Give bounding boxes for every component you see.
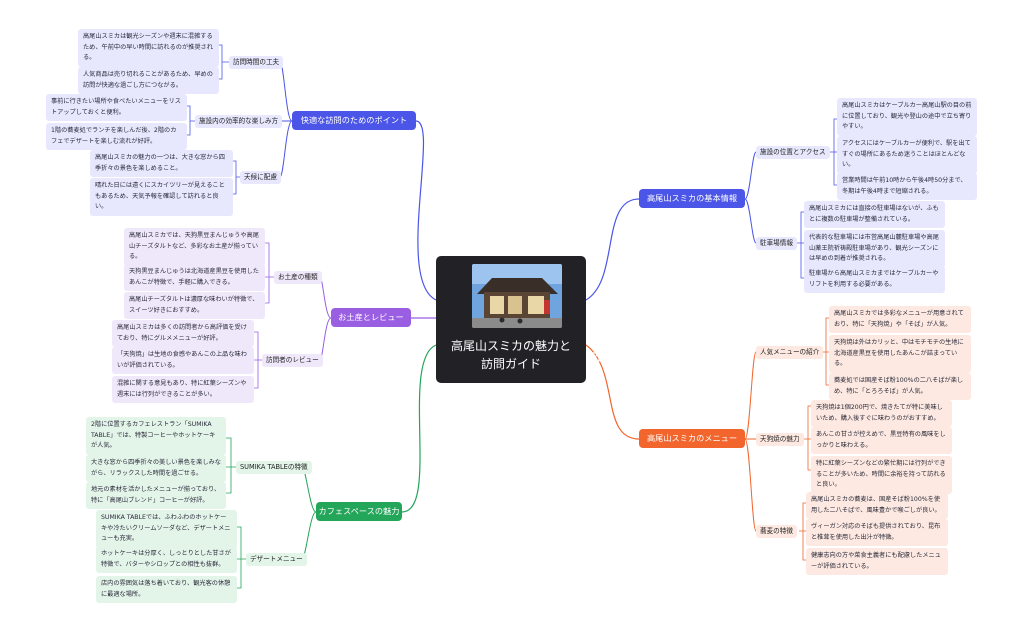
central-topic-title: 高尾山スミカの魅力と 訪問ガイド (440, 337, 582, 373)
leaf-souvenir-0-0[interactable]: 高尾山スミカでは、天狗黒豆まんじゅうや高尾山チーズタルトなど、多彩なお土産が揃っ… (124, 228, 265, 266)
leaf-cafe-0-0[interactable]: 2階に位置するカフェレストラン「SUMIKA TABLE」では、特製コーヒーやホ… (86, 417, 226, 455)
leaf-souvenir-1-1[interactable]: 「天狗焼」は生地の食感やあんこの上品な味わいが評価されている。 (112, 347, 254, 374)
branch-cafe-space[interactable]: カフェスペースの魅力 (316, 502, 402, 521)
sub-visit-timing[interactable]: 訪問時間の工夫 (229, 56, 284, 69)
leaf-souvenir-0-2[interactable]: 高尾山チーズタルトは濃厚な味わいが特徴で、スイーツ好きにおすすめ。 (124, 292, 265, 319)
sub-weather[interactable]: 天候に配慮 (240, 171, 281, 184)
sub-popular-menu[interactable]: 人気メニューの紹介 (756, 346, 824, 359)
leaf-cafe-0-2[interactable]: 地元の素材を活かしたメニューが揃っており、特に「高尾山ブレンド」コーヒーが好評。 (86, 482, 226, 509)
leaf-basic-1-1[interactable]: 代表的な駐車場には市営高尾山麓駐車場や高尾山薬王院祈祷殿駐車場があり、観光シーズ… (804, 230, 945, 268)
leaf-menu-2-1[interactable]: ヴィーガン対応のそばも提供されており、昆布と椎茸を使用した出汁が特徴。 (806, 519, 948, 546)
leaf-menu-2-2[interactable]: 健康志向の方や菜食主義者にも配慮したメニューが評価されている。 (806, 548, 948, 575)
leaf-menu-2-0[interactable]: 高尾山スミカの蕎麦は、国産そば粉100%を使用した二八そばで、風味豊かで喉ごしが… (806, 492, 948, 519)
leaf-menu-0-1[interactable]: 天狗焼は外はカリッと、中はモチモチの生地に北海道産黒豆を使用したあんこが詰まって… (829, 335, 971, 373)
leaf-basic-0-2[interactable]: 営業時間は午前10時から午後4時50分まで、冬期は午後4時まで短縮される。 (837, 173, 977, 200)
center-photo (472, 264, 562, 328)
sub-location-access[interactable]: 施設の位置とアクセス (756, 146, 830, 159)
leaf-basic-1-2[interactable]: 駐車場から高尾山スミカまではケーブルカーやリフトを利用する必要がある。 (804, 266, 945, 293)
branch-visit-points[interactable]: 快適な訪問のためのポイント (292, 111, 416, 130)
leaf-cafe-1-1[interactable]: ホットケーキは分厚く、しっとりとした甘さが特徴で、バターやシロップとの相性も抜群… (96, 546, 237, 573)
leaf-points-2-0[interactable]: 高尾山スミカの魅力の一つは、大きな窓から四季折々の景色を楽しめること。 (90, 150, 233, 177)
leaf-points-1-1[interactable]: 1階の蕎麦処でランチを楽しんだ後、2階のカフェでデザートを楽しむ流れが好評。 (46, 123, 187, 150)
sub-souvenir-types[interactable]: お土産の種類 (274, 271, 322, 284)
sub-visitor-reviews[interactable]: 訪問者のレビュー (262, 354, 323, 367)
leaf-points-0-0[interactable]: 高尾山スミカは観光シーズンや週末に混雑するため、午前中の早い時間に訪れるのが推奨… (78, 29, 219, 67)
leaf-menu-1-2[interactable]: 特に紅葉シーズンなどの繁忙期には行列ができることが多いため、時間に余裕を持って訪… (811, 456, 952, 494)
leaf-cafe-0-1[interactable]: 大きな窓から四季折々の美しい景色を楽しみながら、リラックスした時間を過ごせる。 (86, 455, 226, 482)
branch-menu[interactable]: 高尾山スミカのメニュー (639, 429, 745, 448)
sub-soba-features[interactable]: 蕎麦の特徴 (756, 525, 797, 538)
leaf-basic-0-0[interactable]: 高尾山スミカはケーブルカー高尾山駅の目の前に位置しており、観光や登山の途中で立ち… (837, 98, 977, 136)
leaf-cafe-1-0[interactable]: SUMIKA TABLEでは、ふわふわのホットケーキや冷たいクリームソーダなど、… (96, 510, 237, 548)
leaf-menu-1-1[interactable]: あんこの甘さが控えめで、黒豆特有の風味をしっかりと味わえる。 (811, 427, 952, 454)
central-topic-title-line1: 高尾山スミカの魅力と (450, 339, 571, 353)
leaf-menu-1-0[interactable]: 天狗焼は1個200円で、焼きたてが特に美味しいため、購入後すぐに味わうのがおすす… (811, 400, 952, 427)
leaf-souvenir-0-1[interactable]: 天狗黒豆まんじゅうは北海道産黒豆を使用したあんこが特徴で、手軽に購入できる。 (124, 264, 265, 291)
sub-tenguyaki-appeal[interactable]: 天狗焼の魅力 (756, 433, 804, 446)
leaf-points-2-1[interactable]: 晴れた日には遠くにスカイツリーが見えることもあるため、天気予報を確認して訪れると… (90, 178, 233, 216)
leaf-souvenir-1-0[interactable]: 高尾山スミカは多くの訪問者から高評価を受けており、特にグルメメニューが好評。 (112, 320, 254, 347)
branch-souvenir-review[interactable]: お土産とレビュー (331, 308, 411, 327)
leaf-souvenir-1-2[interactable]: 混雑に関する意見もあり、特に紅葉シーズンや週末には行列ができることが多い。 (112, 376, 254, 403)
sub-efficient-enjoyment[interactable]: 施設内の効率的な楽しみ方 (195, 115, 283, 128)
leaf-menu-0-2[interactable]: 蕎麦処では国産そば粉100%の二八そばが楽しめ、特に「とろろそば」が人気。 (829, 373, 971, 400)
branch-basic-info[interactable]: 高尾山スミカの基本情報 (639, 189, 745, 208)
central-topic-title-line2: 訪問ガイド (480, 357, 541, 371)
sub-sumika-table[interactable]: SUMIKA TABLEの特徴 (236, 461, 312, 474)
sub-dessert-menu[interactable]: デザートメニュー (246, 553, 307, 566)
leaf-basic-1-0[interactable]: 高尾山スミカには直接の駐車場はないが、ふもとに複数の駐車場が整備されている。 (804, 201, 945, 228)
leaf-cafe-1-2[interactable]: 店内の雰囲気は落ち着いており、観光客の休憩に最適な場所。 (96, 576, 237, 603)
external-link-icon[interactable] (590, 350, 602, 362)
leaf-basic-0-1[interactable]: アクセスにはケーブルカーが便利で、駅を出てすぐの場所にあるため迷うことはほとんど… (837, 136, 977, 174)
sub-parking-info[interactable]: 駐車場情報 (756, 237, 797, 250)
leaf-menu-0-0[interactable]: 高尾山スミカでは多彩なメニューが用意されており、特に「天狗焼」や「そば」が人気。 (829, 306, 971, 333)
leaf-points-1-0[interactable]: 事前に行きたい場所や食べたいメニューをリストアップしておくと便利。 (46, 94, 187, 121)
central-topic-node[interactable]: 高尾山スミカの魅力と 訪問ガイド (436, 256, 602, 383)
leaf-points-0-1[interactable]: 人気商品は売り切れることがあるため、早めの訪問が快適な過ごし方につながる。 (78, 67, 219, 94)
